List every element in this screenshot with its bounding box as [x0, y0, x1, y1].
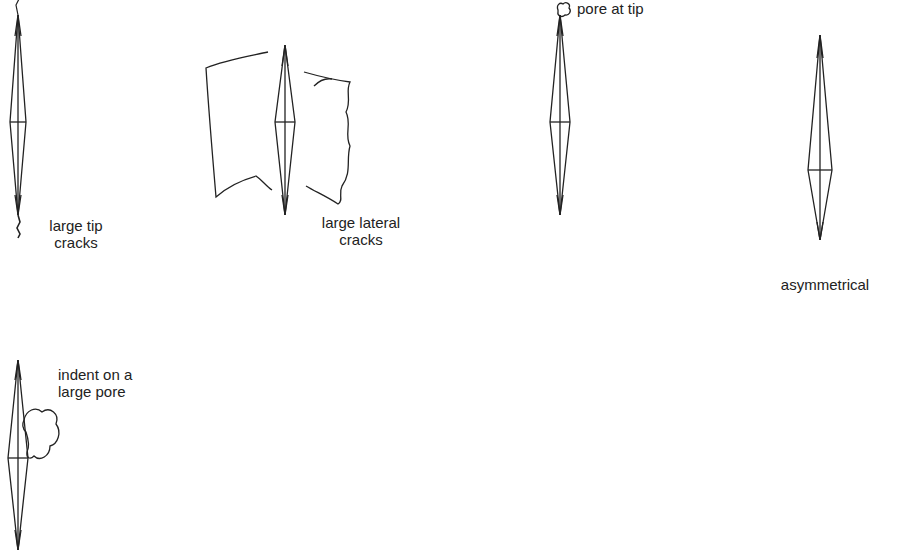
indent-asymmetrical — [808, 35, 832, 240]
indent-tip-cracks — [10, 0, 26, 238]
indent-label: asymmetrical — [770, 276, 880, 293]
indent-label: large tip cracks — [40, 217, 112, 251]
indent-label: large lateral cracks — [313, 214, 409, 248]
indent-label: indent on a large pore — [58, 366, 144, 400]
indent-label: pore at tip — [577, 0, 697, 17]
indent-lateral-cracks — [206, 45, 350, 215]
indent-on-pore — [8, 360, 59, 550]
indent-pore-at-tip — [550, 3, 570, 215]
